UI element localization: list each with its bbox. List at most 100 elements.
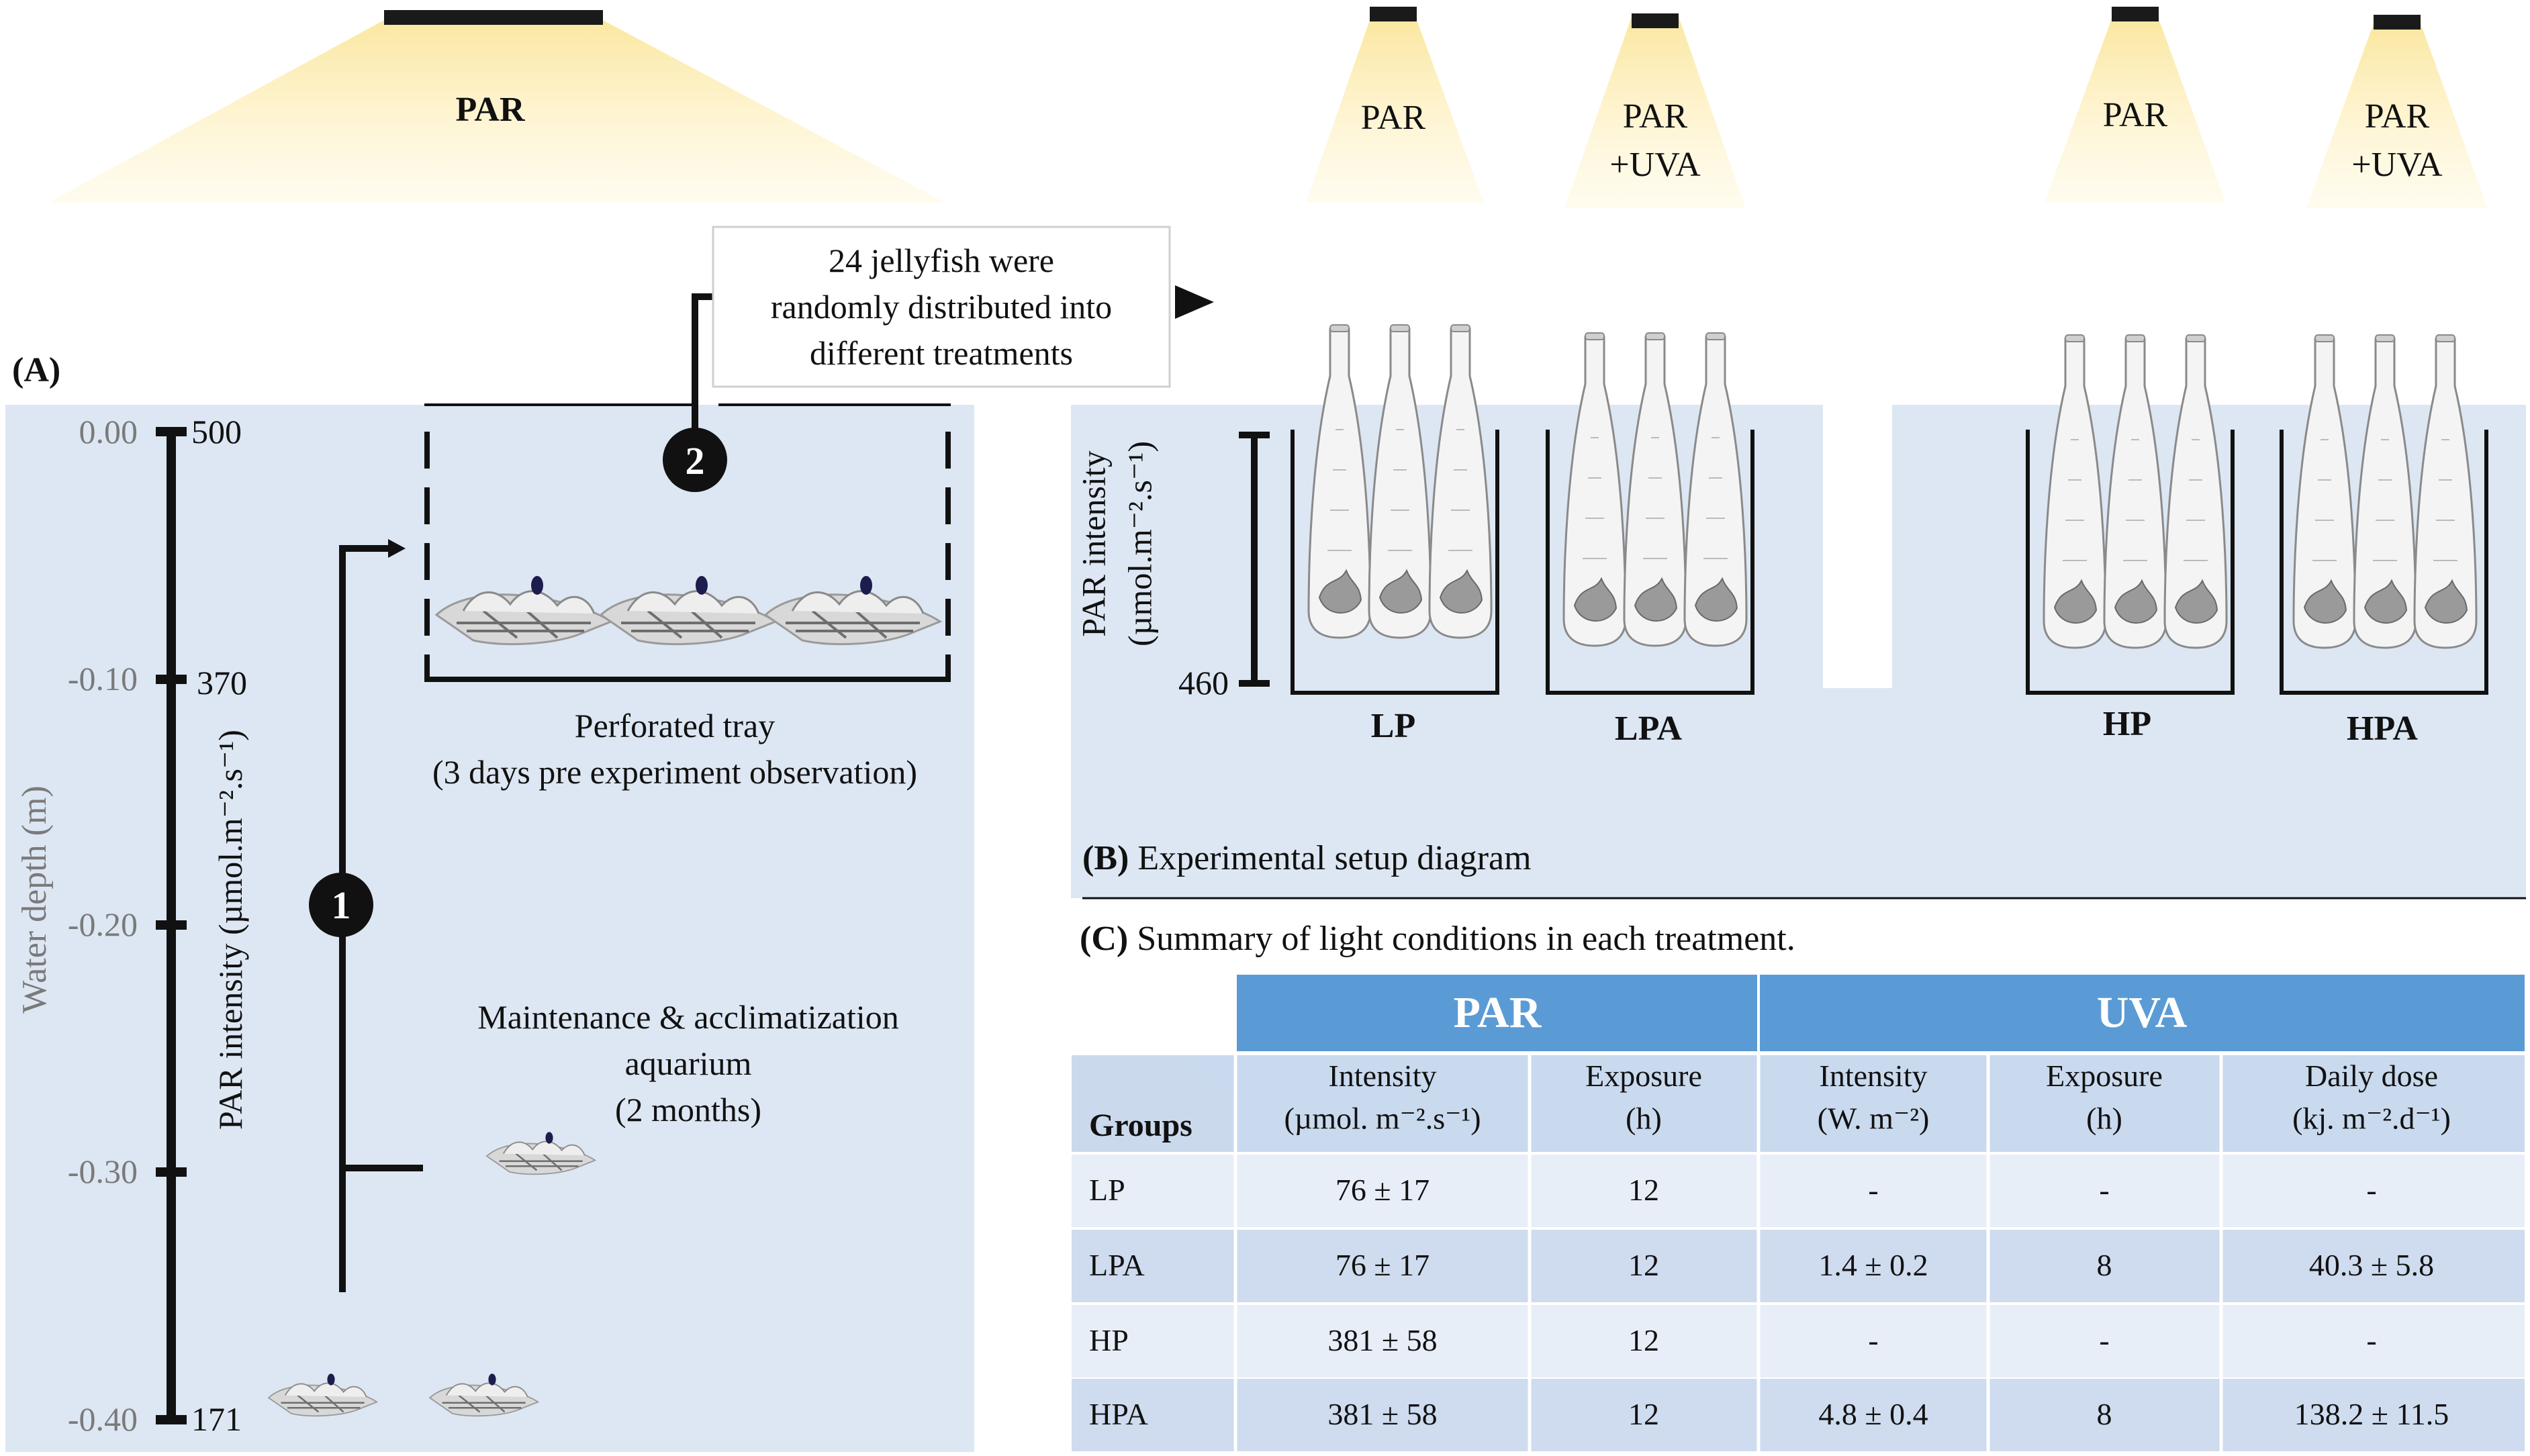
table-body: LP 76 ± 17 12 - - - LPA 76 ± 17 12 1.4 ± 0.2 8 40.3… bbox=[1072, 1155, 2525, 1451]
depth-tick-0: 0.00 bbox=[79, 413, 138, 450]
transfer-path-1 bbox=[339, 539, 423, 1292]
perforated-tray bbox=[424, 403, 951, 682]
table-cell: 40.3 ± 5.8 bbox=[2309, 1248, 2434, 1282]
table-cell: 4.8 ± 0.4 bbox=[1818, 1397, 1928, 1431]
table-cell: 381 ± 58 bbox=[1327, 1323, 1437, 1357]
col-uva-intensity: Intensity(W. m⁻²) bbox=[1818, 1059, 1930, 1135]
panel-a: PAR (A) Water depth (m) 0.00 -0.10 -0.20… bbox=[5, 10, 1214, 1452]
setup-axis-bar bbox=[1239, 432, 1270, 687]
table-cell: 12 bbox=[1628, 1248, 1659, 1282]
step-2-number: 2 bbox=[686, 439, 705, 483]
lamp-high-par-label: PAR bbox=[2103, 96, 2168, 134]
header-par: PAR bbox=[1454, 988, 1542, 1037]
col-daily-dose: Daily dose(kj. m⁻².d⁻¹) bbox=[2292, 1059, 2451, 1135]
par-axis-label: PAR intensity (µmol.m⁻².s⁻¹) bbox=[212, 730, 249, 1130]
col-par-exposure: Exposure(h) bbox=[1585, 1059, 1702, 1135]
table-row-background bbox=[1072, 1155, 2525, 1227]
par-tick-370: 370 bbox=[197, 664, 247, 701]
table-cell-group: LPA bbox=[1089, 1248, 1145, 1282]
header-par-cell bbox=[1237, 975, 1757, 1051]
table-cell: - bbox=[1868, 1173, 1878, 1207]
table-row: HPA 381 ± 58 12 4.8 ± 0.4 8 138.2 ± 11.5 bbox=[1072, 1379, 2525, 1451]
container-hp bbox=[2026, 334, 2235, 695]
table-cell: 8 bbox=[2097, 1248, 2112, 1282]
table-row-background bbox=[1072, 1379, 2525, 1451]
table-row-background bbox=[1072, 1305, 2525, 1377]
depth-axis-label: Water depth (m) bbox=[15, 785, 54, 1013]
col-par-intensity: Intensity(µmol. m⁻².s⁻¹) bbox=[1284, 1059, 1481, 1135]
light-beam-wide bbox=[48, 20, 945, 203]
table-cell: 12 bbox=[1628, 1397, 1659, 1431]
acclimatization-water bbox=[5, 405, 974, 1452]
lamp-high-par-uva: PAR+UVA bbox=[2306, 15, 2488, 208]
table-cell: - bbox=[2099, 1323, 2109, 1357]
panel-c-caption: (C) Summary of light conditions in each … bbox=[1080, 920, 1795, 958]
table-cell-group: HP bbox=[1089, 1323, 1129, 1357]
step-2-marker bbox=[663, 428, 727, 492]
table-row: HP 381 ± 58 12 - - - bbox=[1072, 1305, 2525, 1377]
panel-b: PAR PAR+UVA PAR PAR+UVA PAR intensity(µm… bbox=[1071, 7, 2526, 900]
step-1-marker bbox=[309, 873, 373, 937]
depth-ticks bbox=[156, 427, 187, 1424]
lamp-wide-label: PAR bbox=[455, 91, 525, 129]
distribution-callout-box bbox=[712, 226, 1171, 388]
lamp-low-par-uva-label: PAR+UVA bbox=[1609, 97, 1701, 184]
lamp-low-par-label: PAR bbox=[1361, 99, 1426, 137]
lamp-high-par-uva-label: PAR+UVA bbox=[2351, 97, 2443, 184]
lamp-low-par-uva: PAR+UVA bbox=[1564, 13, 1746, 208]
setup-axis-label: PAR intensity(µmol.m⁻².s⁻¹) bbox=[1075, 441, 1159, 646]
table-cell: 1.4 ± 0.2 bbox=[1818, 1248, 1928, 1282]
tray-label: Perforated tray(3 days pre experiment ob… bbox=[432, 707, 917, 791]
table-cell: - bbox=[2366, 1173, 2376, 1207]
header-uva: UVA bbox=[2097, 988, 2188, 1037]
container-lpa bbox=[1546, 332, 1754, 695]
table-cell: 12 bbox=[1628, 1173, 1659, 1207]
container-lp bbox=[1291, 324, 1499, 695]
lamp-low-par: PAR bbox=[1306, 7, 1484, 203]
depth-tick-2: -0.20 bbox=[68, 906, 138, 943]
panel-c: (C) Summary of light conditions in each … bbox=[1072, 920, 2525, 1452]
transfer-path-2 bbox=[692, 285, 1214, 456]
table-row: LP 76 ± 17 12 - - - bbox=[1072, 1155, 2525, 1227]
setup-axis-value: 460 bbox=[1178, 664, 1229, 701]
lamp-wide bbox=[384, 10, 603, 25]
group-label-lpa: LPA bbox=[1615, 710, 1683, 748]
table-cell-group: LP bbox=[1089, 1173, 1125, 1207]
table-cell: 8 bbox=[2097, 1397, 2112, 1431]
table-row: LPA 76 ± 17 12 1.4 ± 0.2 8 40.3 ± 5.8 bbox=[1072, 1230, 2525, 1302]
header-uva-cell bbox=[1760, 975, 2525, 1051]
par-tick-500: 500 bbox=[191, 413, 242, 450]
depth-tick-4: -0.40 bbox=[68, 1400, 138, 1438]
table-cell-group: HPA bbox=[1089, 1397, 1148, 1431]
table-cell: 381 ± 58 bbox=[1327, 1397, 1437, 1431]
table-cell: 12 bbox=[1628, 1323, 1659, 1357]
container-hpa bbox=[2280, 334, 2488, 695]
panel-b-caption: (B) Experimental setup diagram bbox=[1082, 839, 1532, 877]
panel-b-caption-text: Experimental setup diagram bbox=[1129, 839, 1531, 877]
depth-tick-1: -0.10 bbox=[68, 660, 138, 697]
depth-tick-3: -0.30 bbox=[68, 1153, 138, 1190]
table-cell: 138.2 ± 11.5 bbox=[2294, 1397, 2449, 1431]
table-cell: - bbox=[2366, 1323, 2376, 1357]
table-cell: - bbox=[2099, 1173, 2109, 1207]
panel-b-caption-letter: (B) bbox=[1082, 839, 1129, 877]
panel-c-caption-text: Summary of light conditions in each trea… bbox=[1128, 920, 1795, 958]
lamp-high-par: PAR bbox=[2045, 7, 2226, 203]
groups-header: Groups bbox=[1089, 1108, 1192, 1143]
group-label-lp: LP bbox=[1371, 707, 1415, 745]
step-1-number: 1 bbox=[332, 883, 351, 927]
table-cell: 76 ± 17 bbox=[1336, 1173, 1430, 1207]
group-label-hpa: HPA bbox=[2347, 710, 2418, 748]
subheader-row bbox=[1072, 1055, 2525, 1152]
table-cell: - bbox=[1868, 1323, 1878, 1357]
panel-c-caption-letter: (C) bbox=[1080, 920, 1128, 958]
group-label-hp: HP bbox=[2103, 705, 2151, 743]
panel-a-label: (A) bbox=[12, 351, 60, 389]
table-cell: 76 ± 17 bbox=[1336, 1248, 1430, 1282]
col-uva-exposure: Exposure(h) bbox=[2046, 1059, 2163, 1135]
par-tick-171: 171 bbox=[191, 1400, 242, 1438]
groups-header-corner bbox=[1072, 1055, 1235, 1152]
